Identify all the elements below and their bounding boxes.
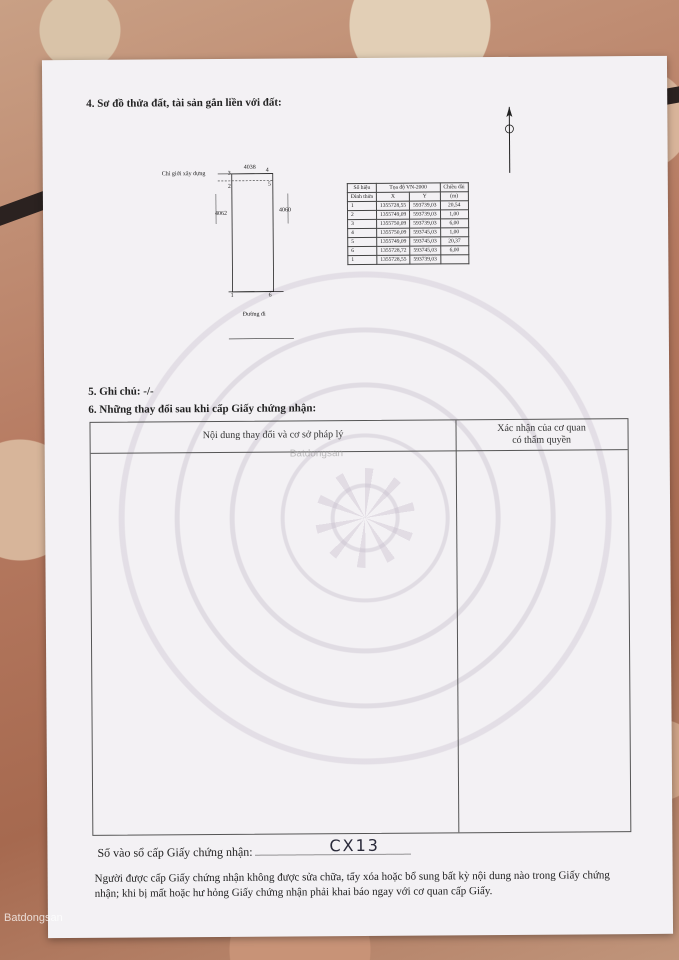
- cell-x: 1355728,55: [376, 255, 411, 265]
- point-4-label: 4: [265, 167, 269, 174]
- watermark-text: Batdongsan: [289, 448, 344, 460]
- authority-confirmation-header: Xác nhận của cơ quan có thẩm quyền: [455, 422, 627, 447]
- section-6-title: 6. Những thay đổi sau khi cấp Giấy chứng…: [88, 402, 317, 416]
- x-header: X: [376, 192, 410, 202]
- right-length-label: 4060: [278, 207, 292, 214]
- length-header: Chiều dài: [439, 182, 469, 192]
- cell-len: 1,00: [440, 209, 469, 219]
- cell-x: 1355749,09: [376, 210, 410, 220]
- land-plot-sketch: Chỉ giới xây dựng 4038 3 4 2 5 4062 4060…: [158, 163, 309, 344]
- coordinate-table: Số hiệu Tọa độ VN-2000 Chiều dài Đỉnh th…: [347, 182, 469, 265]
- cell-x: 1355750,09: [376, 228, 410, 238]
- cell-id: 3: [347, 219, 377, 229]
- cell-y: 593745,03: [409, 236, 441, 247]
- top-width-label: 4038: [243, 164, 256, 171]
- column-divider: [455, 420, 460, 833]
- cell-x: 1355749,09: [376, 237, 410, 247]
- cell-id: 1: [347, 201, 377, 211]
- cell-id: 1: [347, 255, 377, 265]
- point-6-label: 6: [268, 292, 272, 299]
- y-header: Y: [409, 191, 441, 202]
- coordinate-system-header: Tọa độ VN-2000: [376, 182, 440, 193]
- cell-id: 4: [347, 228, 377, 238]
- warning-note: Người được cấp Giấy chứng nhận không đượ…: [94, 869, 610, 900]
- left-length-label: 4062: [214, 210, 228, 217]
- site-logo: Batdongsan: [4, 912, 63, 924]
- change-content-header: Nội dung thay đổi và cơ sở pháp lý: [202, 429, 344, 442]
- changes-table: Nội dung thay đổi và cơ sở pháp lý Xác n…: [89, 418, 632, 836]
- cell-x: 1355750,09: [376, 219, 410, 229]
- registration-handwritten-value: CX13: [329, 835, 380, 856]
- authority-header-line2: có thẩm quyền: [512, 434, 572, 446]
- point-3-label: 3: [227, 170, 231, 177]
- registration-label: Số vào sổ cấp Giấy chứng nhận:: [97, 844, 253, 860]
- cell-y: 593739,03: [409, 218, 441, 229]
- cell-len: 6,00: [440, 218, 469, 228]
- plot-outline-drawing: [215, 173, 294, 340]
- header-divider: [90, 449, 628, 454]
- cell-len: [440, 254, 469, 264]
- point-id-header: Số hiệu: [347, 183, 377, 193]
- length-unit-header: (m): [439, 191, 469, 201]
- point-5-label: 5: [267, 181, 271, 188]
- cell-y: 593739,03: [409, 200, 441, 211]
- cell-id: 6: [347, 246, 377, 256]
- vertex-header: Đỉnh thửa: [347, 192, 377, 202]
- road-label: Đường đi: [242, 311, 266, 318]
- point-2-label: 2: [227, 183, 231, 190]
- cell-y: 593739,03: [410, 254, 441, 265]
- cell-id: 2: [347, 210, 377, 220]
- cell-y: 593745,03: [409, 245, 441, 256]
- section-4-title: 4. Sơ đồ thửa đất, tài sản gắn liền với …: [86, 96, 282, 110]
- cell-y: 593745,03: [409, 227, 441, 238]
- cell-len: 1,00: [440, 227, 469, 237]
- north-arrow-icon: [505, 106, 514, 173]
- point-1-label: 1: [230, 292, 234, 299]
- cell-len: 6,00: [440, 245, 469, 255]
- cell-len: 20,54: [440, 200, 469, 210]
- certificate-page: 4. Sơ đồ thửa đất, tài sản gắn liền với …: [41, 55, 674, 939]
- cell-x: 1355728,72: [376, 246, 411, 256]
- cell-x: 1355728,55: [376, 201, 410, 211]
- section-5-title: 5. Ghi chú: -/-: [88, 385, 154, 398]
- cell-id: 5: [347, 237, 377, 247]
- cell-len: 20,37: [440, 236, 469, 246]
- construction-limit-label: Chỉ giới xây dựng: [161, 171, 206, 178]
- cell-y: 593739,03: [409, 209, 441, 220]
